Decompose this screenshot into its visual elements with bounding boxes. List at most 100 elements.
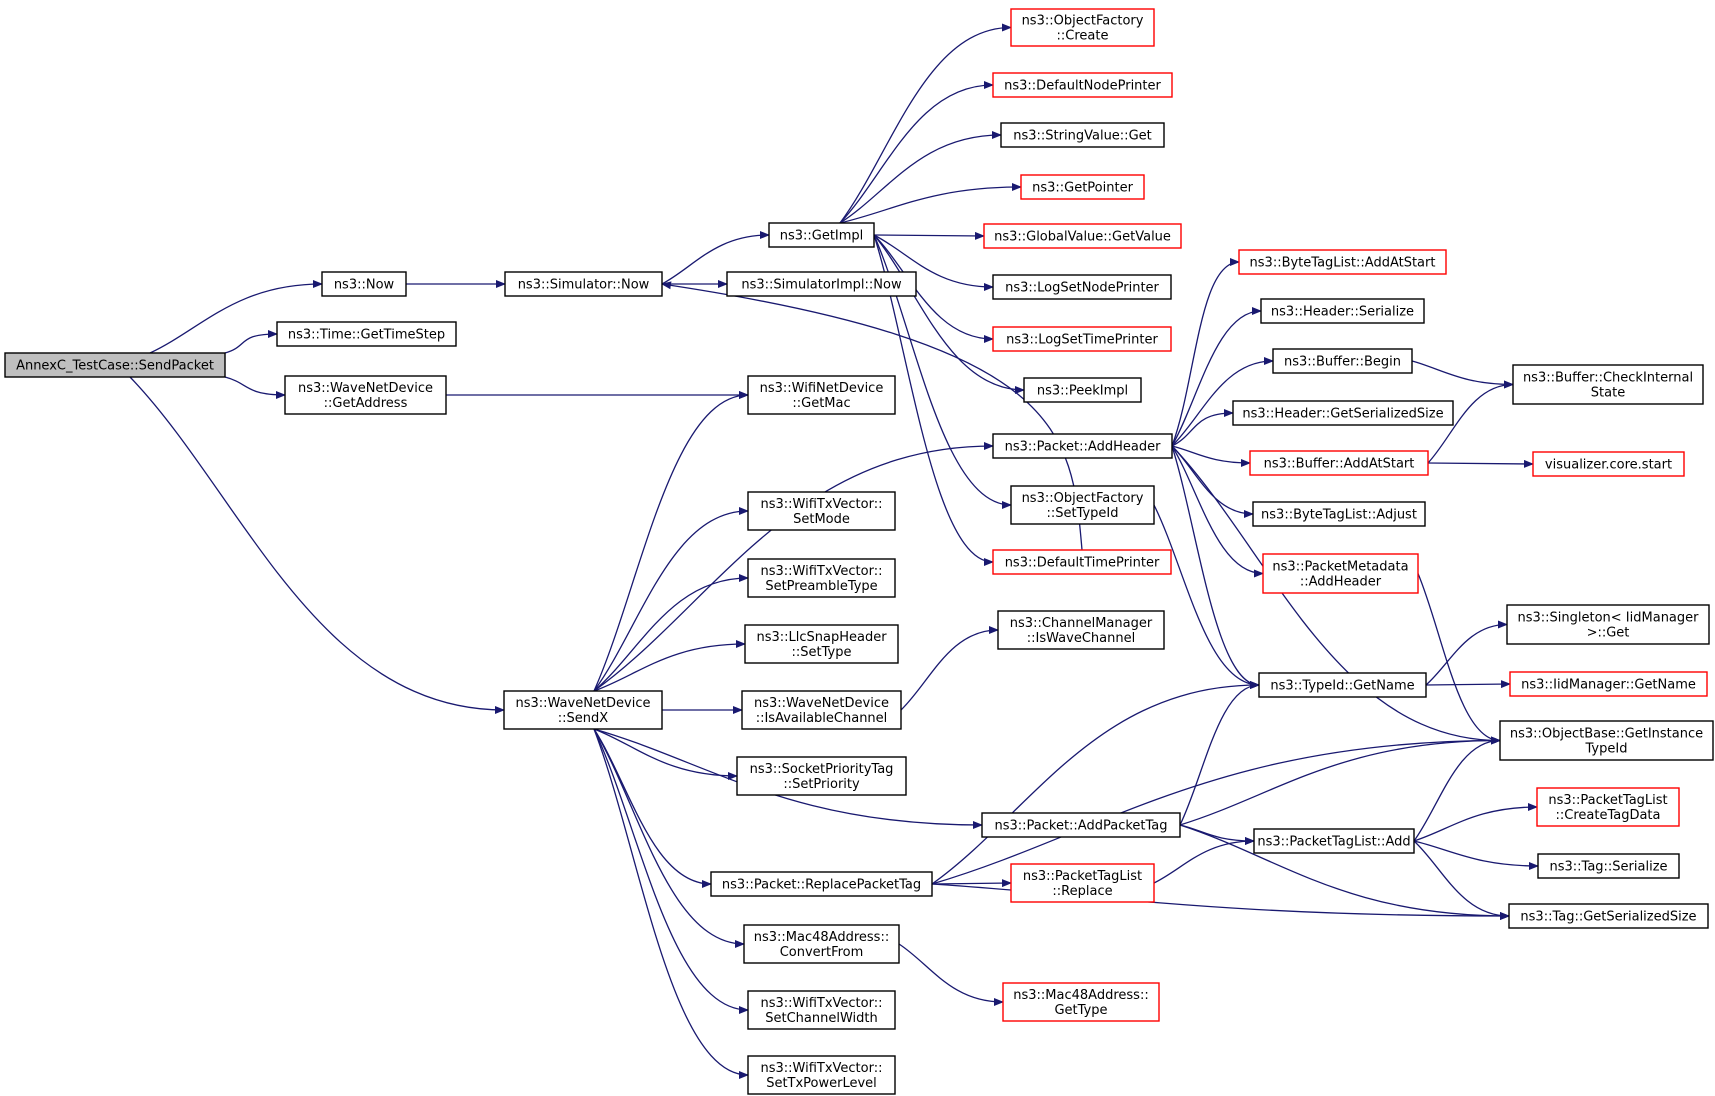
node-label: ::Create	[1057, 29, 1109, 44]
node-taggetsersize[interactable]: ns3::Tag::GetSerializedSize	[1508, 903, 1709, 929]
node-btladdatstart[interactable]: ns3::ByteTagList::AddAtStart	[1238, 249, 1447, 275]
call-edge	[931, 879, 1012, 888]
node-socketprio[interactable]: ns3::SocketPriorityTag::SetPriority	[736, 756, 907, 796]
node-getserializedsize[interactable]: ns3::Header::GetSerializedSize	[1232, 400, 1454, 426]
node-getpointer[interactable]: ns3::GetPointer	[1020, 174, 1145, 200]
node-box	[1232, 400, 1454, 426]
node-pmaddheader[interactable]: ns3::PacketMetadata::AddHeader	[1262, 553, 1419, 594]
node-setmode[interactable]: ns3::WifiTxVector::SetMode	[747, 491, 896, 531]
node-ptlreplace[interactable]: ns3::PacketTagList::Replace	[1010, 863, 1155, 903]
node-getmac[interactable]: ns3::WifiNetDevice::GetMac	[747, 375, 896, 415]
node-root[interactable]: AnnexC_TestCase::SendPacket	[4, 352, 226, 378]
node-label: ::Replace	[1052, 884, 1112, 899]
node-box	[284, 375, 447, 415]
node-gettimestep[interactable]: ns3::Time::GetTimeStep	[276, 321, 457, 347]
node-box	[743, 924, 900, 964]
node-box	[744, 624, 899, 664]
node-defnodeprinter[interactable]: ns3::DefaultNodePrinter	[992, 72, 1173, 98]
node-label: ns3::Header::GetSerializedSize	[1242, 407, 1443, 422]
node-bufferbegin[interactable]: ns3::Buffer::Begin	[1272, 348, 1413, 374]
node-box	[981, 812, 1181, 838]
node-peekimpl[interactable]: ns3::PeekImpl	[1023, 377, 1142, 403]
call-edge	[593, 442, 994, 692]
node-box	[1010, 485, 1155, 525]
node-getimpl[interactable]: ns3::GetImpl	[768, 222, 875, 248]
node-label: ns3::GetPointer	[1032, 181, 1133, 196]
node-box	[1023, 377, 1142, 403]
node-addpackettag[interactable]: ns3::Packet::AddPacketTag	[981, 812, 1181, 838]
node-box	[1508, 903, 1709, 929]
node-box	[1536, 787, 1680, 827]
call-edge	[1427, 380, 1514, 464]
node-vizstart[interactable]: visualizer.core.start	[1532, 451, 1685, 477]
node-label: ns3::WifiTxVector::	[760, 996, 882, 1011]
node-box	[1272, 348, 1413, 374]
node-now[interactable]: ns3::Now	[321, 271, 407, 297]
node-ptladd[interactable]: ns3::PacketTagList::Add	[1253, 828, 1415, 854]
node-setpreamble[interactable]: ns3::WifiTxVector::SetPreambleType	[747, 558, 896, 598]
node-logsettimeprinter[interactable]: ns3::LogSetTimePrinter	[992, 326, 1172, 352]
node-box	[4, 352, 226, 378]
node-label: TypeId	[1585, 742, 1628, 757]
call-edge	[873, 231, 985, 240]
node-headerserialize[interactable]: ns3::Header::Serialize	[1260, 298, 1425, 324]
node-setchannelwidth[interactable]: ns3::WifiTxVector::SetChannelWidth	[747, 990, 896, 1030]
node-convertfrom[interactable]: ns3::Mac48Address::ConvertFrom	[743, 924, 900, 964]
node-bufferaddatstart[interactable]: ns3::Buffer::AddAtStart	[1249, 450, 1429, 476]
node-simnow[interactable]: ns3::Simulator::Now	[504, 271, 663, 297]
node-box	[992, 72, 1173, 98]
node-isavailable[interactable]: ns3::WaveNetDevice::IsAvailableChannel	[741, 690, 902, 730]
call-edge	[1417, 573, 1501, 745]
call-edge	[593, 728, 738, 780]
node-box	[1249, 450, 1429, 476]
call-edge	[593, 391, 749, 692]
node-addheader[interactable]: ns3::Packet::AddHeader	[992, 433, 1173, 459]
node-label: ns3::WifiTxVector::	[760, 1061, 882, 1076]
node-iswavechannel[interactable]: ns3::ChannelManager::IsWaveChannel	[997, 610, 1165, 650]
node-box	[1253, 828, 1415, 854]
call-edge	[1179, 736, 1501, 826]
node-llcsettype[interactable]: ns3::LlcSnapHeader::SetType	[744, 624, 899, 664]
node-ofcreate[interactable]: ns3::ObjectFactory::Create	[1010, 8, 1155, 47]
node-btladjust[interactable]: ns3::ByteTagList::Adjust	[1252, 501, 1426, 527]
node-simimplnow[interactable]: ns3::SimulatorImpl::Now	[726, 271, 917, 297]
node-tagserialize[interactable]: ns3::Tag::Serialize	[1537, 853, 1680, 879]
node-label: ::AddHeader	[1300, 575, 1382, 590]
node-box	[1260, 298, 1425, 324]
node-layer: AnnexC_TestCase::SendPacketns3::Nowns3::…	[4, 8, 1714, 1095]
node-getaddress[interactable]: ns3::WaveNetDevice::GetAddress	[284, 375, 447, 415]
node-iidgetname[interactable]: ns3::IidManager::GetName	[1509, 671, 1708, 697]
node-createtagdata[interactable]: ns3::PacketTagList::CreateTagData	[1536, 787, 1680, 827]
call-edge	[1427, 459, 1534, 468]
node-globalvalue[interactable]: ns3::GlobalValue::GetValue	[983, 223, 1182, 249]
node-typeidgetname[interactable]: ns3::TypeId::GetName	[1258, 672, 1427, 698]
node-box	[1010, 863, 1155, 903]
node-mac48gettype[interactable]: ns3::Mac48Address::GetType	[1002, 982, 1160, 1022]
node-label: ::SendX	[558, 711, 609, 726]
node-label: SetChannelWidth	[765, 1011, 878, 1026]
node-box	[1258, 672, 1427, 698]
call-edge	[1171, 258, 1240, 447]
call-edge	[898, 943, 1004, 1006]
node-box	[747, 1055, 896, 1095]
node-singletonget[interactable]: ns3::Singleton< IidManager>::Get	[1506, 604, 1710, 645]
node-box	[1537, 853, 1680, 879]
node-ofsettypeid[interactable]: ns3::ObjectFactory::SetTypeId	[1010, 485, 1155, 525]
node-settxpower[interactable]: ns3::WifiTxVector::SetTxPowerLevel	[747, 1055, 896, 1095]
node-label: ns3::WaveNetDevice	[298, 381, 433, 396]
node-box	[1509, 671, 1708, 697]
call-edge	[1425, 680, 1511, 689]
node-sendx[interactable]: ns3::WaveNetDevice::SendX	[503, 690, 663, 730]
call-edge	[839, 23, 1012, 224]
node-box	[1010, 8, 1155, 47]
node-deftimeprinter[interactable]: ns3::DefaultTimePrinter	[992, 549, 1172, 575]
call-edge	[873, 234, 994, 291]
call-edge	[873, 234, 994, 343]
node-replacepackettag[interactable]: ns3::Packet::ReplacePacketTag	[710, 871, 933, 897]
call-edge	[1425, 620, 1508, 686]
node-stringvalueget[interactable]: ns3::StringValue::Get	[1000, 122, 1165, 148]
node-logsetnodeprinter[interactable]: ns3::LogSetNodePrinter	[992, 274, 1172, 300]
